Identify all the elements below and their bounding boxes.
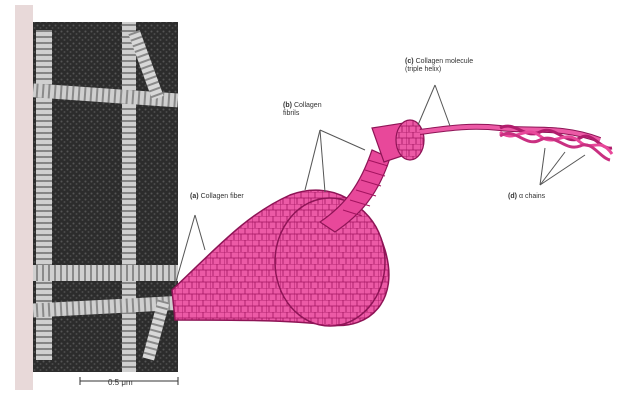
scale-bar-label: 0.5 μm (108, 378, 133, 387)
label-collagen-fiber: (a)Collagen fiber (190, 193, 250, 201)
page-edge (15, 5, 33, 390)
label-collagen-fibrils: (b)Collagen fibrils (283, 102, 338, 118)
label-collagen-molecule: (c)Collagen molecule (triple helix) (405, 58, 485, 74)
collagen-fiber-drawing (172, 120, 612, 326)
electron-micrograph (33, 22, 179, 372)
label-alpha-chains: (d)α chains (508, 193, 568, 201)
